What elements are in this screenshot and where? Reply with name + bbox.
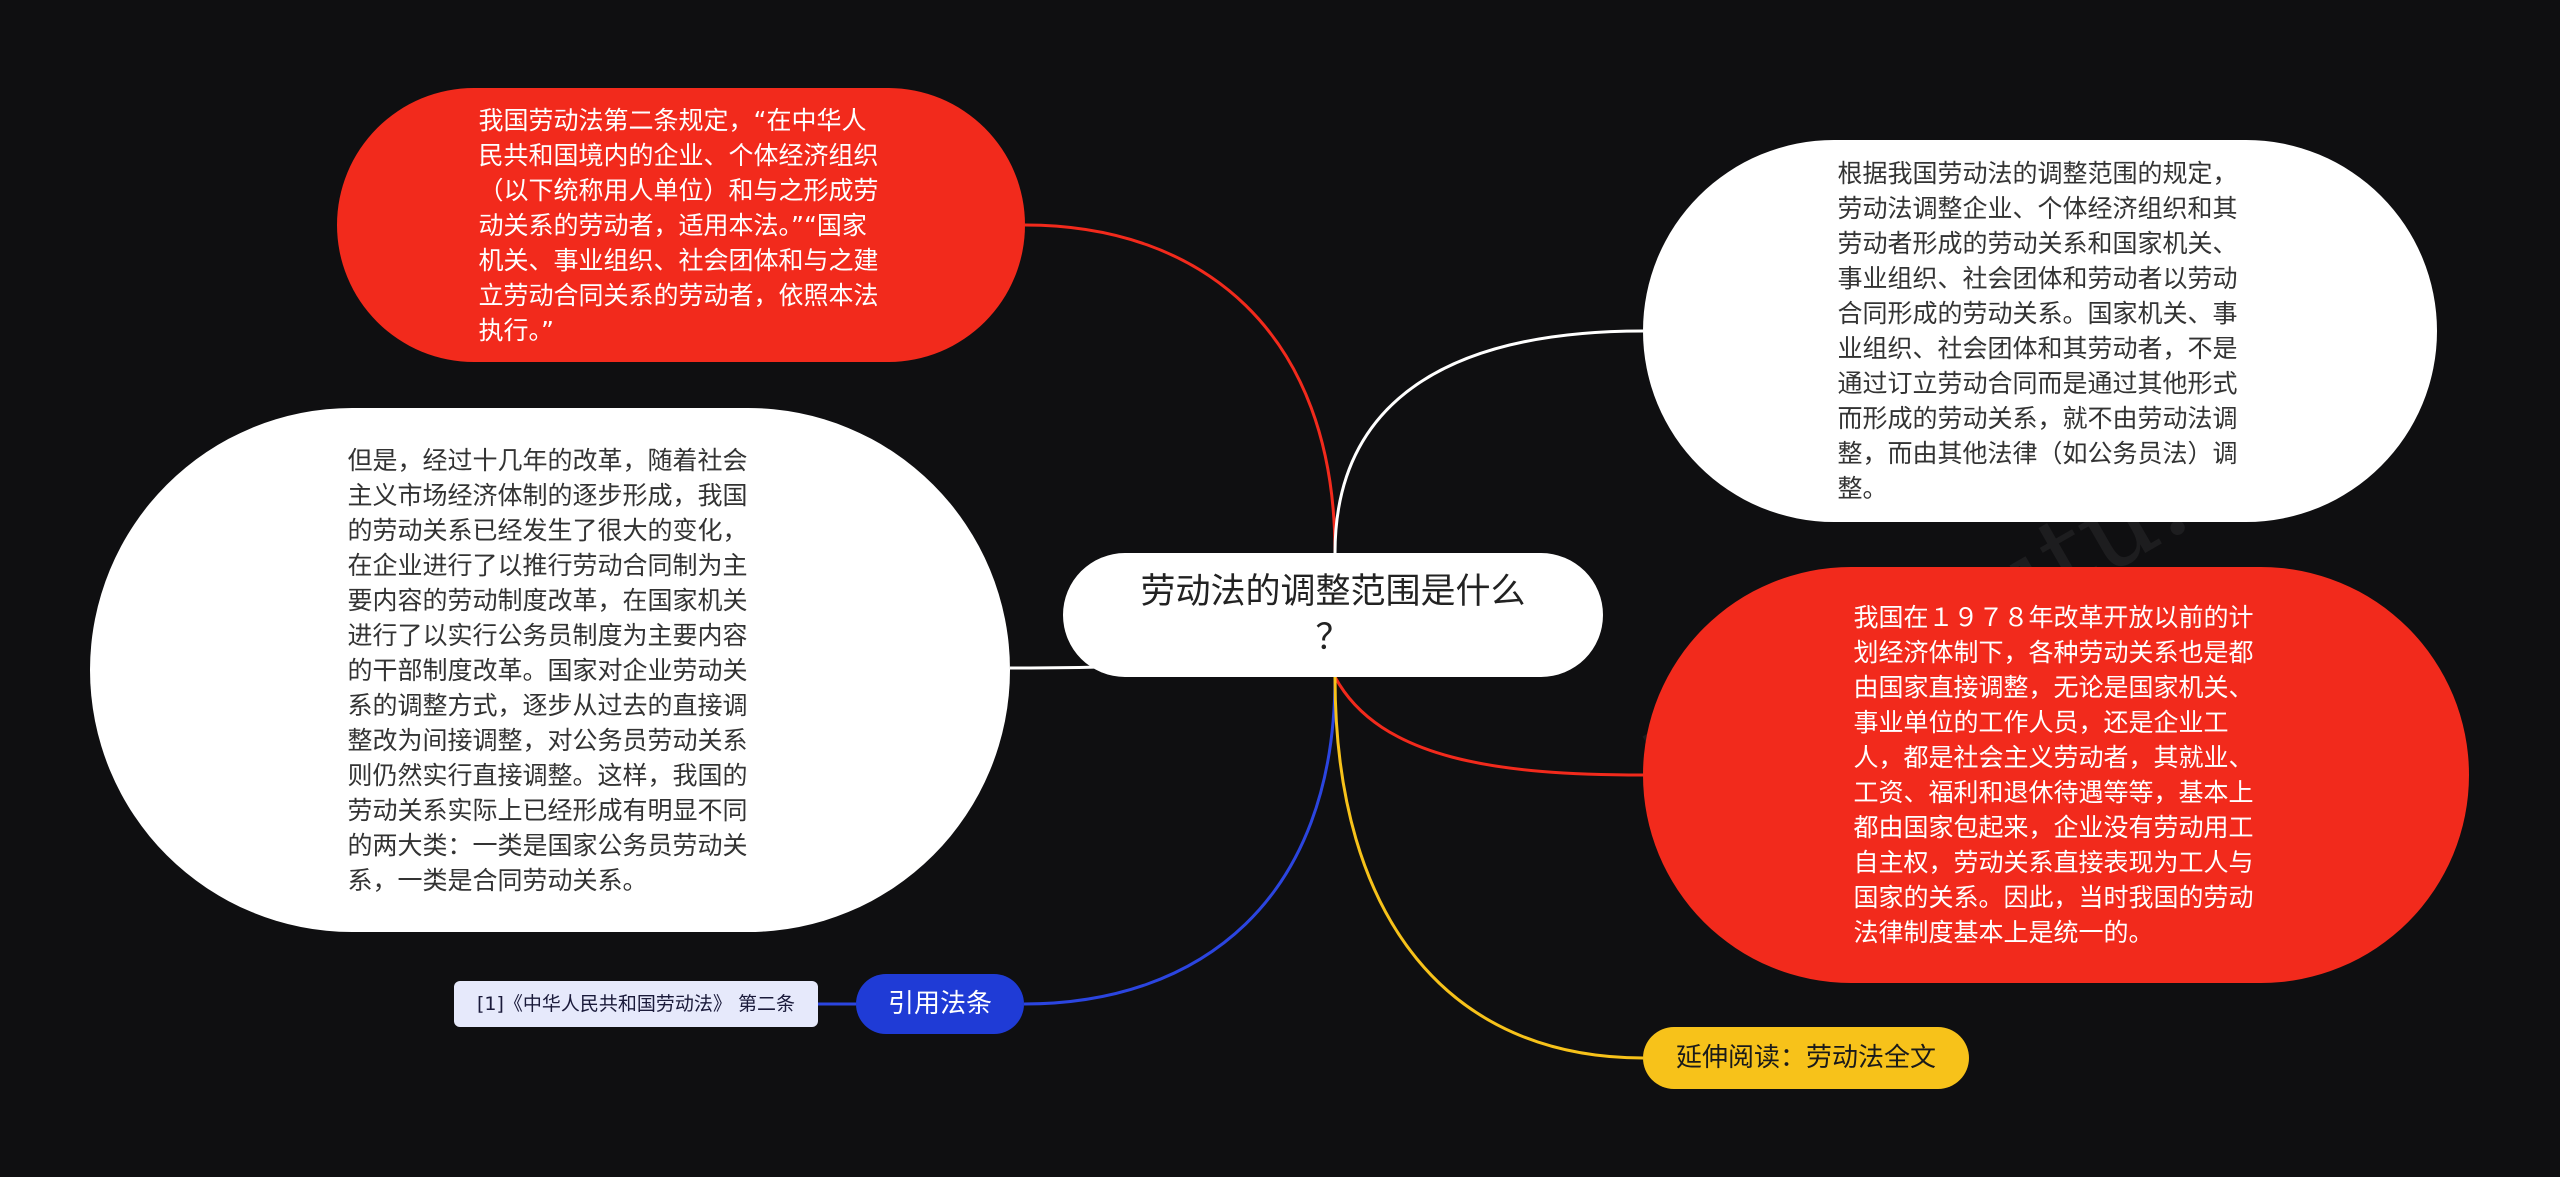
topic-text: 根据我国劳动法的调整范围的规定，劳动法调整企业、个体经济组织和其劳动者形成的劳动… <box>1837 159 2238 503</box>
reference-text: [1]《中华人民共和国劳动法》 第二条 <box>477 993 795 1015</box>
topic-text: 我国劳动法第二条规定，“在中华人民共和国境内的企业、个体经济组织（以下统称用人单… <box>478 105 879 345</box>
central-topic-node[interactable]: 劳动法的调整范围是什么 ？ <box>1063 553 1603 677</box>
connector-yellow <box>1333 676 1644 1060</box>
topic-node-further-reading[interactable]: 延伸阅读：劳动法全文 <box>1643 1027 1969 1089</box>
topic-node-article-two[interactable]: 我国劳动法第二条规定，“在中华人民共和国境内的企业、个体经济组织（以下统称用人单… <box>337 88 1025 362</box>
connector-blue <box>1023 676 1337 1006</box>
topic-text: 我国在１９７８年改革开放以前的计划经济体制下，各种劳动关系也是都由国家直接调整，… <box>1853 603 2254 947</box>
connector-red-r <box>1333 676 1644 777</box>
topic-node-scope[interactable]: 根据我国劳动法的调整范围的规定，劳动法调整企业、个体经济组织和其劳动者形成的劳动… <box>1643 140 2437 522</box>
central-topic-text: 劳动法的调整范围是什么 ？ <box>1140 572 1526 658</box>
connector-white-r <box>1333 329 1644 554</box>
topic-text: 引用法条 <box>887 989 992 1019</box>
topic-node-cited-law[interactable]: 引用法条 <box>856 974 1024 1034</box>
connector-red-tl <box>1024 223 1337 554</box>
reference-node[interactable]: [1]《中华人民共和国劳动法》 第二条 <box>454 981 818 1027</box>
topic-node-history[interactable]: 我国在１９７８年改革开放以前的计划经济体制下，各种劳动关系也是都由国家直接调整，… <box>1643 567 2469 983</box>
topic-text: 但是，经过十几年的改革，随着社会主义市场经济体制的逐步形成，我国的劳动关系已经发… <box>347 445 748 895</box>
topic-node-reform[interactable]: 但是，经过十几年的改革，随着社会主义市场经济体制的逐步形成，我国的劳动关系已经发… <box>90 408 1010 932</box>
topic-text: 延伸阅读：劳动法全文 <box>1675 1043 1936 1073</box>
